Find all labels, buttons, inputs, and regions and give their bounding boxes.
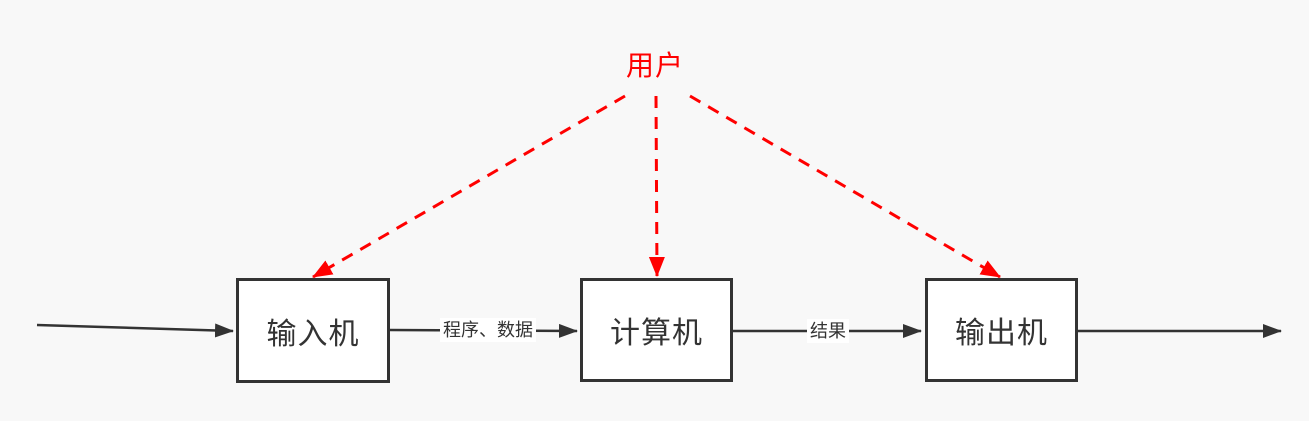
node-computer-label: 计算机 bbox=[610, 317, 703, 350]
user-node-label: 用户 bbox=[625, 50, 684, 81]
user-dashed-arrow-to-input bbox=[312, 94, 626, 279]
edge-label-result: 结果 bbox=[807, 319, 849, 343]
node-input-machine: 输入机 bbox=[236, 278, 390, 383]
user-dashed-arrow-to-computer bbox=[648, 95, 665, 277]
arrow-inflow-to-input bbox=[36, 323, 234, 338]
node-computer: 计算机 bbox=[580, 278, 733, 382]
node-output-machine: 输出机 bbox=[925, 278, 1078, 382]
user-dashed-arrow-to-output bbox=[689, 94, 1001, 279]
node-input-machine-label: 输入机 bbox=[266, 317, 360, 351]
node-output-machine-label: 输出机 bbox=[955, 317, 1048, 350]
edge-label-program-data: 程序、数据 bbox=[440, 318, 536, 342]
